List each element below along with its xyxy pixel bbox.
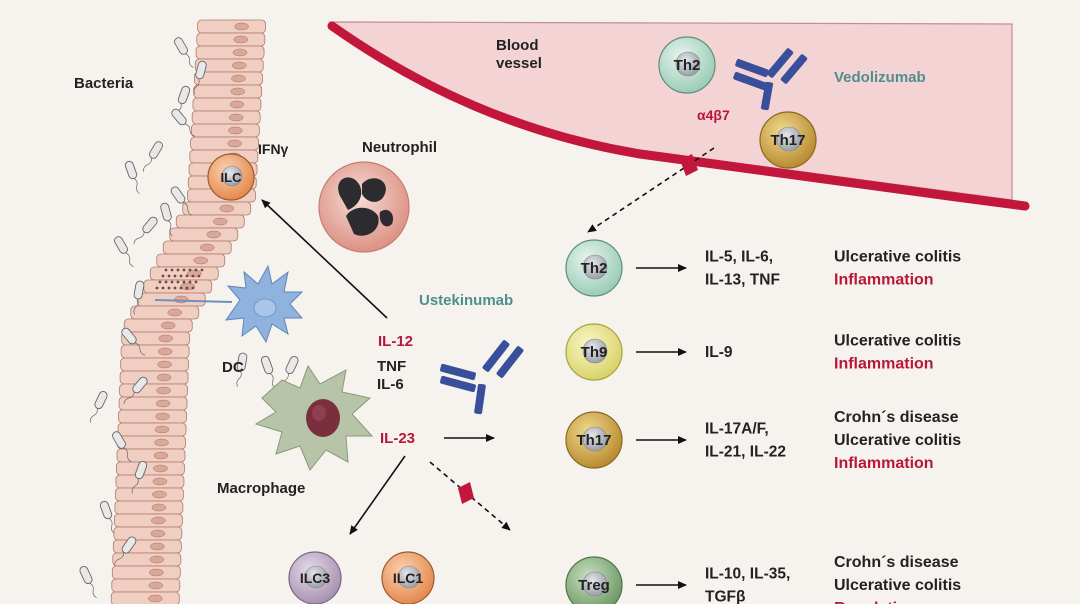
epithelium — [110, 19, 267, 604]
dc-label: DC — [222, 359, 244, 376]
ustekinumab-label: Ustekinumab — [419, 292, 513, 309]
pathway-cell: Th9 — [565, 323, 623, 381]
neutrophil-label: Neutrophil — [362, 139, 437, 156]
blood-vessel — [327, 21, 1030, 211]
vedolizumab-antibody — [733, 48, 808, 111]
pathway-effect: Inflammation — [834, 356, 934, 373]
pathway-effect: Regulation — [834, 600, 917, 604]
pathway-cytokine: TGFβ — [705, 589, 745, 604]
pathway-list: Th2 IL-5, IL-6, IL-13, TNF Ulcerative colit… — [565, 239, 961, 604]
pathway-cell: Th17 — [565, 411, 623, 469]
arrows — [261, 147, 715, 535]
bacteria-label: Bacteria — [74, 75, 134, 92]
pathway-cytokine: IL-10, IL-35, — [705, 566, 790, 583]
pathway-row: Treg IL-10, IL-35, TGFβ Crohn´s diseaseUlce… — [565, 554, 961, 604]
pathway-disease: Ulcerative colitis — [834, 432, 961, 449]
pathway-cytokine: IL-9 — [705, 344, 733, 361]
vessel-th2-cell: Th2 — [658, 36, 716, 94]
ustekinumab-antibody — [440, 340, 524, 415]
pathway-cell: Th2 — [565, 239, 623, 297]
ifng-label: IFNγ — [258, 141, 289, 157]
pathway-cell-label: Th17 — [576, 432, 611, 449]
ilc3-label: ILC3 — [300, 570, 331, 586]
pathway-disease: Ulcerative colitis — [834, 249, 961, 266]
vedolizumab-block-mark — [680, 154, 698, 176]
pathway-cytokine: IL-21, IL-22 — [705, 444, 786, 461]
pathway-row: Th17 IL-17A/F, IL-21, IL-22 Crohn´s disease… — [565, 409, 961, 472]
vedolizumab-label: Vedolizumab — [834, 69, 926, 86]
bacteria-cluster — [79, 37, 299, 598]
il23-label: IL-23 — [380, 430, 415, 447]
integrin-label: α4β7 — [697, 107, 730, 123]
pathway-cell-label: Th2 — [581, 260, 608, 277]
il6-label: IL-6 — [377, 376, 404, 393]
blood-vessel-label-line2: vessel — [496, 55, 542, 72]
macrophage-label: Macrophage — [217, 480, 305, 497]
neutrophil-cell — [318, 161, 410, 253]
vessel-th17-label: Th17 — [770, 132, 805, 149]
pathway-disease: Crohn´s disease — [834, 409, 959, 426]
ilc-label: ILC — [221, 170, 243, 185]
tnf-label: TNF — [377, 358, 406, 375]
pathway-disease: Crohn´s disease — [834, 554, 959, 571]
pathway-cell: Treg — [565, 556, 623, 604]
pathway-row: Th2 IL-5, IL-6, IL-13, TNF Ulcerative colit… — [565, 239, 961, 297]
vessel-th2-label: Th2 — [674, 57, 701, 74]
pathway-effect: Inflammation — [834, 272, 934, 289]
pathway-cytokine: IL-17A/F, — [705, 421, 769, 438]
ilc1-label: ILC1 — [393, 570, 424, 586]
pathway-disease: Ulcerative colitis — [834, 333, 961, 350]
pathway-cell-label: Treg — [578, 577, 610, 594]
il12-label: IL-12 — [378, 333, 413, 350]
pathway-cytokine: IL-13, TNF — [705, 272, 780, 289]
blood-vessel-label-line1: Blood — [496, 37, 539, 54]
macrophage-cell — [254, 364, 374, 471]
ilc3-cell: ILC3 — [288, 551, 342, 604]
pathway-cytokine: IL-5, IL-6, — [705, 249, 773, 266]
ustekinumab-block-mark — [458, 482, 474, 504]
vessel-th17-cell: Th17 — [759, 111, 817, 169]
ilc-cell: ILC — [207, 153, 255, 201]
pathway-cell-label: Th9 — [581, 344, 608, 361]
dendritic-cell — [154, 264, 304, 344]
ilc1-cell: ILC1 — [381, 551, 435, 604]
pathway-effect: Inflammation — [834, 455, 934, 472]
pathway-disease: Ulcerative colitis — [834, 577, 961, 594]
